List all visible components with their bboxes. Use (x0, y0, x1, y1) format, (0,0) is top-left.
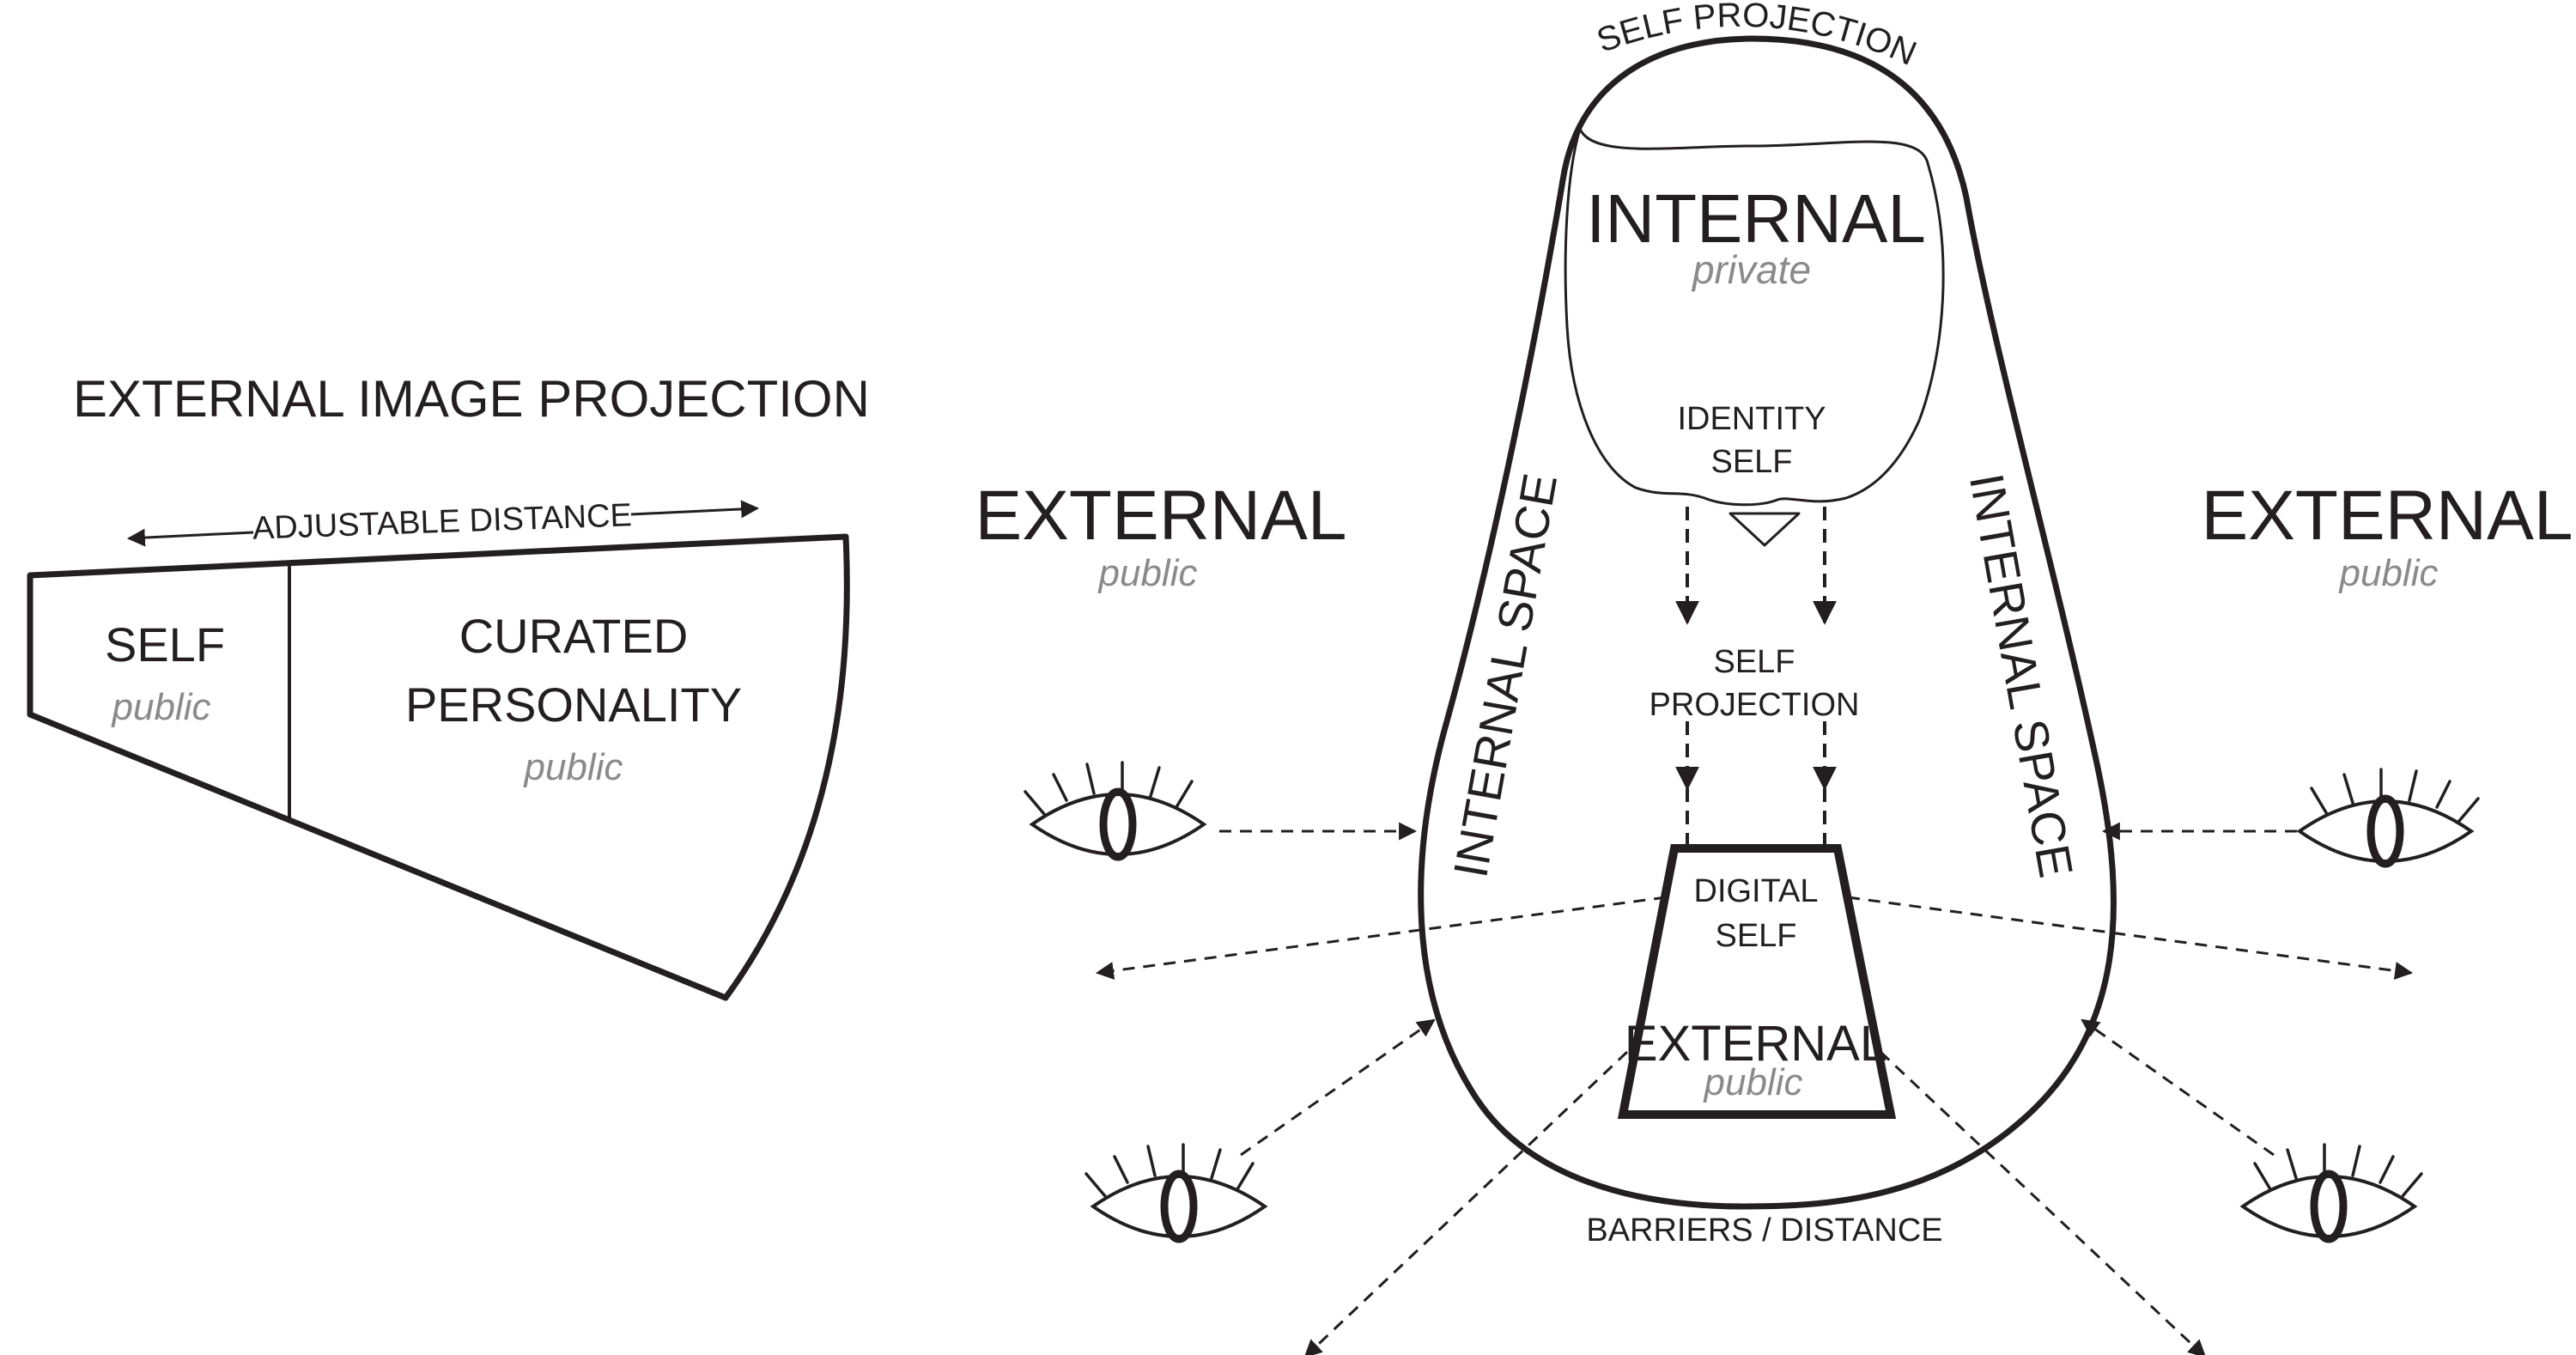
adjustable-distance-label: ADJUSTABLE DISTANCE (252, 497, 632, 546)
arrow-icon (1879, 1050, 2207, 1355)
eye-icon (1084, 1143, 1268, 1243)
arrow-icon (1095, 896, 1667, 980)
adjustable-distance-arrow: ADJUSTABLE DISTANCE (126, 497, 760, 547)
external-left-sub: public (1097, 552, 1198, 594)
self-label: SELF (105, 617, 225, 671)
barriers-label: BARRIERS / DISTANCE (1586, 1212, 1942, 1249)
internal-sub-label: private (1691, 247, 1811, 292)
internal-head-shape (1564, 125, 1945, 507)
projection-wedge (27, 533, 850, 1001)
arrow-icon (1847, 896, 2414, 980)
outer-teardrop-shape (1418, 35, 2117, 1210)
head-chin-point (1728, 512, 1801, 547)
arrow-icon (630, 500, 760, 519)
external-right-sub: public (2338, 552, 2439, 594)
digital-label-line2: SELF (1715, 918, 1796, 954)
self-projection-label-line1: SELF (1713, 644, 1795, 680)
eye-icon (2296, 768, 2480, 868)
external-right-label: EXTERNAL (2202, 477, 2573, 555)
curated-label-line1: CURATED (459, 609, 689, 663)
external-image-projection-panel: EXTERNAL IMAGE PROJECTION ADJUSTABLE DIS… (27, 370, 870, 1001)
arrow-icon (1303, 1050, 1629, 1355)
self-sub-label: public (111, 686, 211, 728)
identity-label-line1: IDENTITY (1677, 401, 1826, 437)
eye-icon (1024, 761, 1207, 861)
identity-label-line2: SELF (1710, 444, 1792, 480)
external-inner-sub: public (1703, 1061, 1803, 1103)
curated-label-line2: PERSONALITY (405, 678, 742, 732)
eye-icon (2239, 1143, 2423, 1243)
external-left-label: EXTERNAL (975, 477, 1347, 555)
external-left-label-group: EXTERNAL public (975, 477, 1347, 594)
digital-label-line1: DIGITAL (1694, 873, 1819, 909)
internal-space-right-label: INTERNAL SPACE (1959, 470, 2084, 882)
external-right-label-group: EXTERNAL public (2202, 477, 2573, 594)
arrow-icon (1240, 1018, 1436, 1157)
arrow-icon (126, 528, 254, 547)
arrow-icon (2081, 1018, 2275, 1157)
internal-label: INTERNAL (1586, 180, 1926, 257)
curated-sub-label: public (523, 746, 623, 788)
external-inner-label: EXTERNAL (1625, 1016, 1887, 1072)
self-container: SELF PROJECTION INTERNAL private IDENTIT… (1418, 0, 2117, 1249)
self-projection-label-line2: PROJECTION (1649, 687, 1860, 723)
inward-gaze-arrows (1219, 822, 2297, 1157)
outward-projection-arrows (1095, 896, 2414, 1355)
digital-self-trapezoid (1617, 844, 1897, 1119)
self-projection-arrows (1675, 507, 1837, 848)
left-panel-title: EXTERNAL IMAGE PROJECTION (73, 370, 870, 428)
